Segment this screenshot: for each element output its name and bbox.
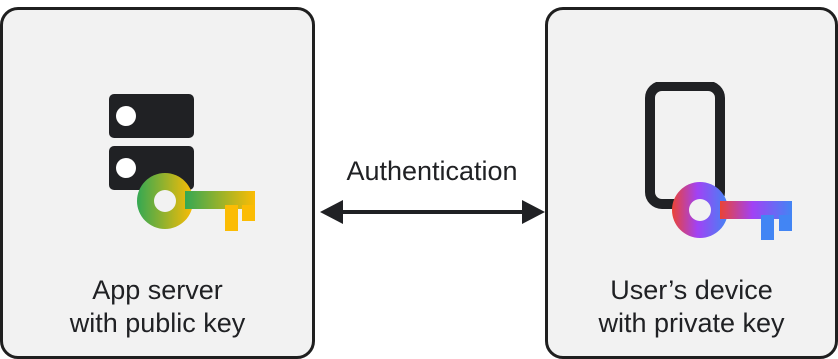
user-device-label-line1: User’s device — [610, 275, 773, 305]
app-server-panel: App server with public key — [0, 7, 315, 359]
bidirectional-arrow-icon — [320, 200, 545, 224]
authentication-label: Authentication — [346, 156, 518, 186]
app-server-label-line1: App server — [92, 275, 223, 305]
user-device-label-line2: with private key — [598, 308, 785, 338]
smartphone-icon — [645, 82, 792, 240]
public-key-icon — [137, 173, 255, 231]
server-stack-icon — [109, 94, 255, 231]
app-server-label-line2: with public key — [69, 308, 246, 338]
app-server-label: App server with public key — [3, 274, 312, 340]
user-device-label: User’s device with private key — [548, 274, 835, 340]
user-device-panel: User’s device with private key — [545, 7, 838, 359]
private-key-icon — [672, 182, 792, 240]
